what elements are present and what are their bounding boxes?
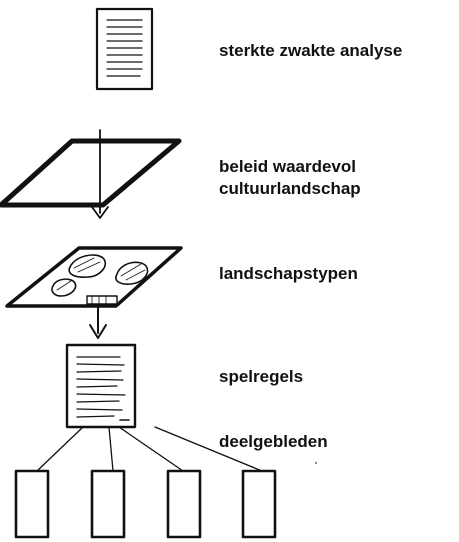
label-landscape-types: landschapstypen (219, 264, 358, 283)
scan-speck (315, 462, 317, 464)
sub-area-box-2 (90, 469, 126, 539)
label-analysis: sterkte zwakte analyse (219, 41, 403, 60)
rules-document-icon (65, 343, 137, 429)
down-arrow-icon (89, 307, 107, 339)
sub-area-box-4 (241, 469, 277, 539)
piercing-arrow-icon (91, 129, 109, 219)
policy-plane-icon (0, 138, 182, 208)
connector-lines (36, 426, 263, 472)
label-rules: spelregels (219, 367, 304, 386)
label-policy-line1: beleid waardevol (219, 157, 356, 176)
analysis-document-icon (95, 7, 154, 91)
label-policy-line2: cultuurlandschap (219, 179, 361, 198)
sub-area-box-3 (166, 469, 202, 539)
sub-area-box-1 (14, 469, 50, 539)
label-sub-areas: deelgebleden (219, 432, 328, 451)
landscape-map-icon (5, 246, 183, 308)
